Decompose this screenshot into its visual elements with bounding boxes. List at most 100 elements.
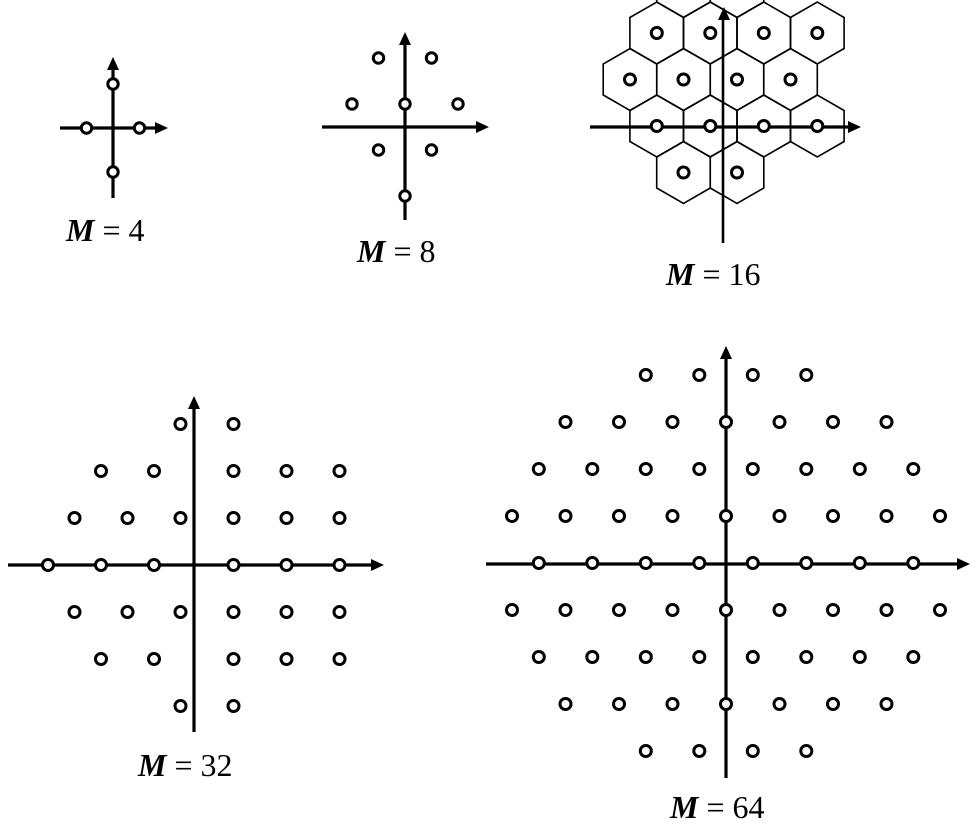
- signal-points-m32: [41, 417, 347, 713]
- signal-point: [106, 165, 120, 179]
- signal-point: [745, 556, 760, 570]
- constellation-label-m4: M = 4: [65, 212, 145, 248]
- x-axis-arrow: [848, 121, 861, 133]
- signal-point: [826, 509, 840, 523]
- signal-point: [623, 72, 637, 87]
- signal-point: [612, 697, 626, 711]
- signal-point: [638, 556, 653, 570]
- x-axis-arrow: [155, 122, 168, 134]
- signal-point: [852, 462, 867, 476]
- constellation-label-m8: M = 8: [356, 233, 436, 269]
- signal-point: [783, 72, 798, 87]
- signal-point: [371, 143, 386, 157]
- signal-point: [745, 744, 760, 758]
- x-axis-arrow: [371, 559, 384, 571]
- signal-point: [41, 558, 55, 572]
- signal-point: [772, 415, 787, 429]
- signal-point: [332, 464, 347, 478]
- x-axis-arrow: [476, 121, 489, 133]
- signal-point: [676, 165, 691, 180]
- signal-point: [756, 119, 771, 133]
- signal-point: [94, 464, 108, 478]
- signal-point: [719, 415, 733, 429]
- signal-point: [649, 26, 664, 40]
- signal-point: [692, 556, 707, 570]
- signal-point: [226, 511, 241, 525]
- signal-point: [147, 558, 161, 572]
- signal-point: [772, 697, 787, 711]
- signal-point: [703, 119, 718, 133]
- signal-point: [558, 697, 573, 711]
- decision-region-hexagon: [709, 140, 765, 205]
- signal-point: [279, 511, 294, 525]
- signal-point: [398, 189, 412, 203]
- signal-point: [345, 97, 359, 111]
- signal-points-m4: [79, 77, 147, 179]
- signal-point: [879, 603, 894, 617]
- signal-point: [879, 697, 894, 711]
- signal-points-m8: [345, 51, 465, 203]
- signal-point: [772, 509, 787, 523]
- y-axis-arrow: [718, 7, 730, 20]
- signal-point: [810, 119, 825, 133]
- signal-point: [451, 97, 465, 111]
- signal-point: [906, 650, 921, 664]
- signal-point: [730, 72, 744, 87]
- signal-point: [120, 511, 135, 525]
- y-axis-arrow: [188, 396, 200, 409]
- signal-point: [745, 368, 760, 382]
- signal-points-m64: [505, 368, 947, 758]
- signal-point: [852, 650, 867, 664]
- signal-point: [933, 509, 947, 523]
- signal-point: [799, 368, 814, 382]
- signal-point: [226, 699, 241, 713]
- signal-point: [279, 605, 294, 619]
- signal-point: [279, 652, 294, 666]
- signal-point: [719, 697, 733, 711]
- signal-point: [226, 605, 241, 619]
- signal-point: [424, 143, 439, 157]
- signal-point: [94, 652, 108, 666]
- signal-point: [692, 744, 707, 758]
- signal-point: [692, 368, 707, 382]
- signal-point: [745, 462, 760, 476]
- signal-point: [612, 603, 626, 617]
- signal-point: [810, 26, 825, 40]
- signal-point: [226, 417, 241, 431]
- y-axis-arrow: [399, 32, 411, 45]
- signal-point: [906, 462, 921, 476]
- signal-point: [826, 415, 840, 429]
- signal-point: [826, 697, 840, 711]
- signal-point: [649, 119, 664, 133]
- signal-point: [173, 511, 188, 525]
- signal-point: [531, 556, 546, 570]
- signal-point: [332, 558, 347, 572]
- signal-point: [719, 509, 733, 523]
- signal-point: [799, 556, 814, 570]
- signal-point: [173, 605, 188, 619]
- signal-points-m16: [623, 26, 825, 180]
- signal-point: [799, 744, 814, 758]
- signal-point: [371, 51, 386, 65]
- signal-point: [638, 650, 653, 664]
- signal-point: [132, 121, 147, 135]
- decision-region-hexagon: [789, 94, 845, 158]
- signal-point: [279, 558, 294, 572]
- signal-point: [612, 415, 626, 429]
- signal-point: [173, 699, 188, 713]
- signal-point: [226, 652, 241, 666]
- signal-point: [772, 603, 787, 617]
- y-axis-arrow: [107, 57, 119, 70]
- constellation-label-m16: M = 16: [665, 256, 761, 292]
- signal-point: [173, 417, 188, 431]
- signal-point: [692, 462, 707, 476]
- signal-point: [585, 462, 600, 476]
- signal-point: [94, 558, 108, 572]
- signal-point: [665, 415, 680, 429]
- signal-point: [665, 603, 680, 617]
- signal-point: [505, 509, 519, 523]
- signal-point: [558, 603, 573, 617]
- signal-point: [665, 509, 680, 523]
- signal-point: [730, 165, 744, 180]
